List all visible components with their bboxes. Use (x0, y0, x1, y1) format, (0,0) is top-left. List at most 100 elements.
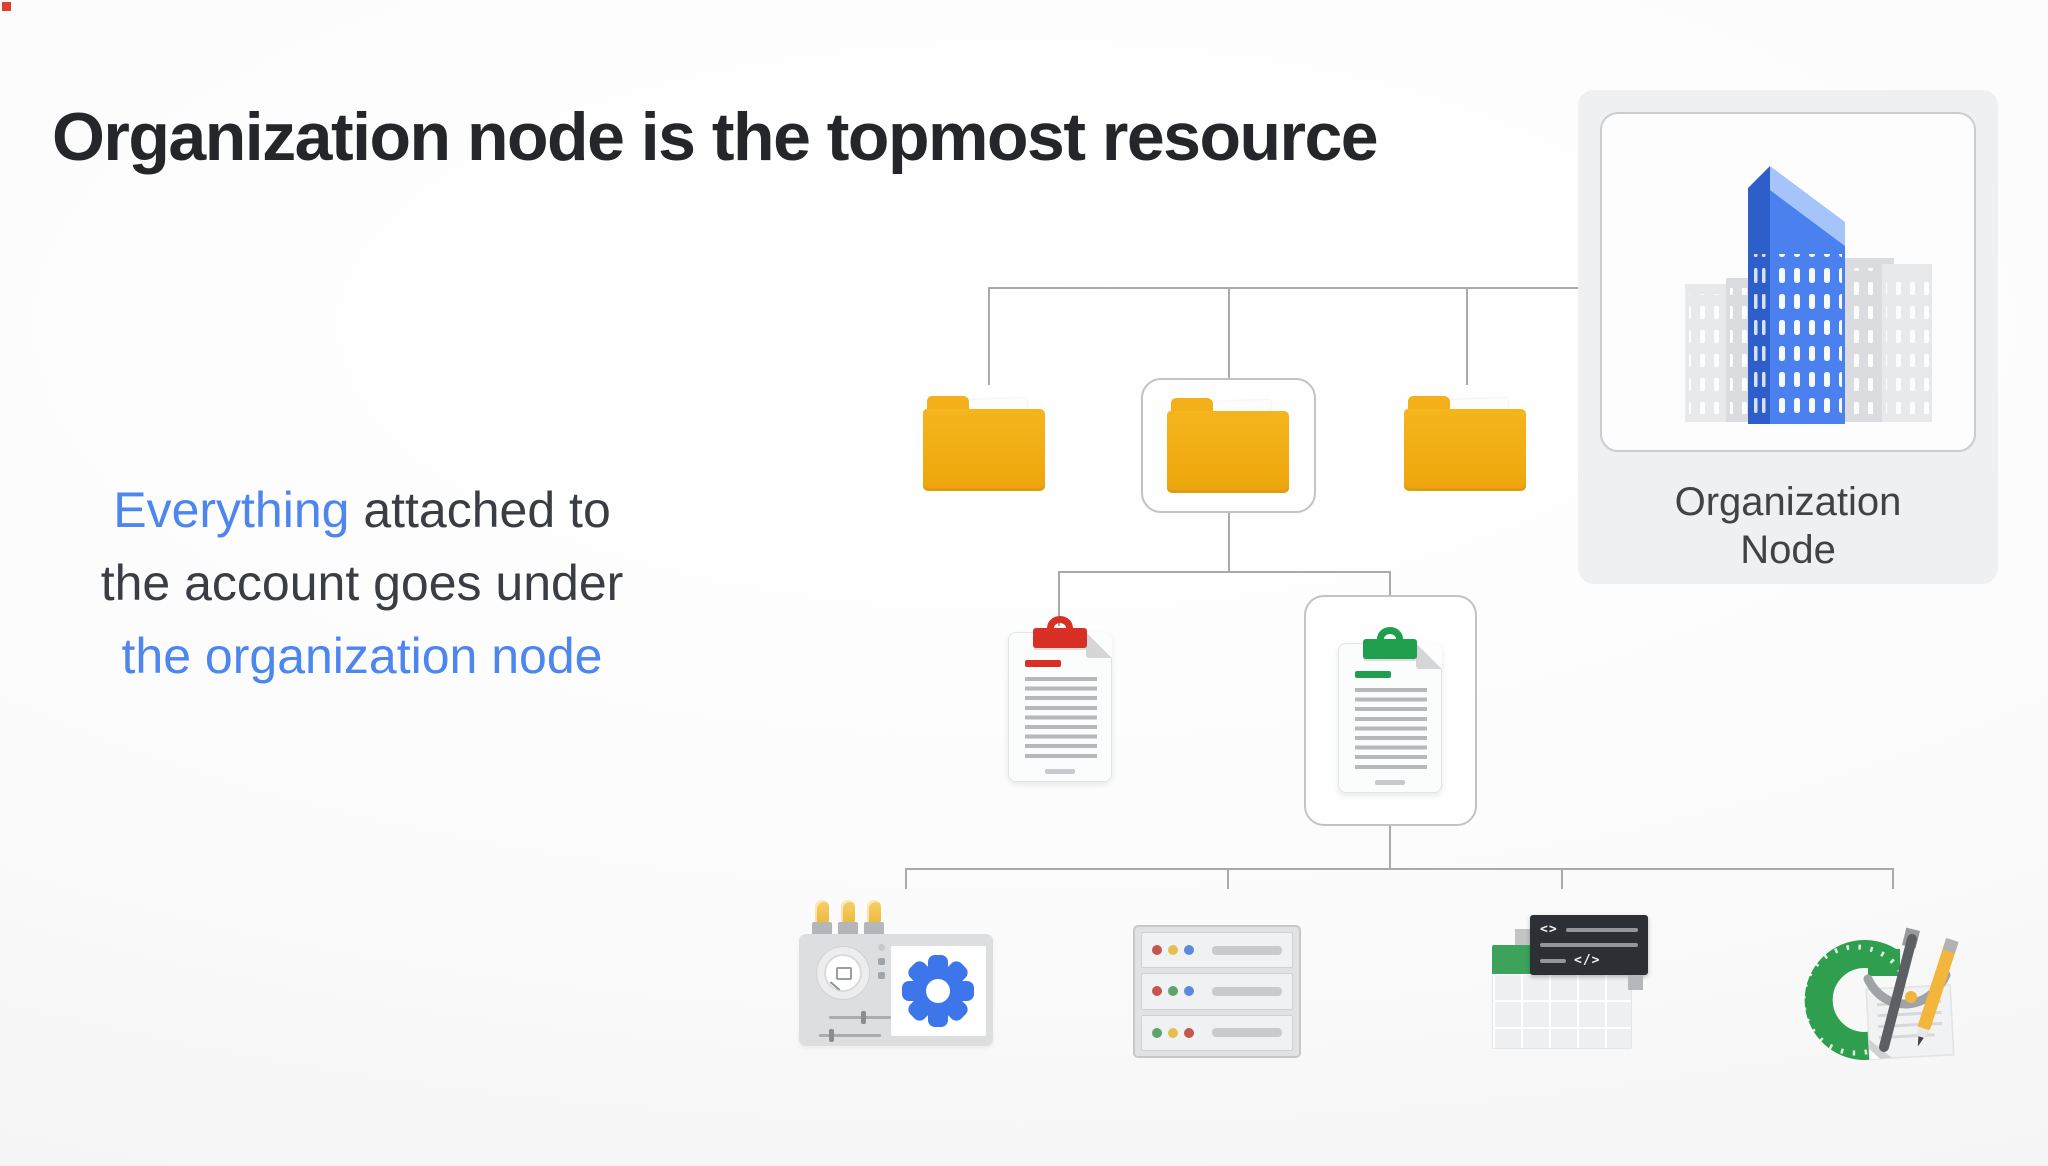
folder-body-detail (1404, 409, 1526, 491)
organization-node-icon-frame (1600, 112, 1976, 452)
status-dot-yellow (1168, 1027, 1178, 1038)
organization-node-label: Organization Node (1578, 478, 1998, 574)
connector-l2-hline (1058, 571, 1391, 573)
folder-body-detail (1167, 411, 1289, 493)
connector-l1-mid-drop (1228, 287, 1230, 379)
page-title: Organization node is the topmost resourc… (52, 99, 1379, 175)
slider-track (829, 1016, 891, 1019)
clipboard-red-icon (1008, 616, 1112, 782)
board-pin (838, 898, 858, 938)
connector-l3-drop-1 (905, 868, 907, 889)
server-label-bar (1212, 1028, 1282, 1038)
control-board-gear-icon (795, 898, 1000, 1050)
slider-knob (829, 1029, 834, 1042)
status-dot-yellow (1168, 945, 1178, 956)
caption-line-1-rest: attached to (349, 482, 611, 538)
folder-icon (1167, 398, 1289, 493)
connector-l3-drop-3 (1561, 868, 1563, 889)
board-led (878, 972, 885, 979)
board-led (878, 944, 885, 951)
organization-node-card: Organization Node (1578, 90, 1998, 584)
gear-panel (891, 946, 986, 1036)
caption-line-2: the account goes under (100, 555, 624, 611)
paper-fold-corner (1086, 632, 1112, 658)
status-dot-blue (1184, 986, 1194, 997)
code-closing-tag-glyph: </> (1574, 953, 1601, 968)
spreadsheet-code-icon: <> </> (1490, 912, 1660, 1052)
clipboard-clip (1363, 639, 1417, 659)
code-editor-panel: <> </> (1530, 915, 1648, 975)
office-buildings-icon (1685, 166, 1932, 424)
connector-l1-left-drop (988, 287, 990, 385)
slider-knob (861, 1011, 866, 1024)
connector-l3-drop-2 (1227, 868, 1229, 889)
server-rack-icon (1133, 925, 1301, 1058)
server-row (1141, 932, 1293, 969)
board-pin (864, 898, 884, 938)
red-dot-artifact (2, 2, 11, 11)
connector-l3-drop-4 (1892, 868, 1894, 889)
connector-l2-left-drop (1058, 571, 1060, 626)
code-bracket-glyph: <> (1540, 922, 1558, 937)
caption-text: Everything attached to the account goes … (38, 474, 686, 693)
dial-glyph (836, 967, 852, 980)
board-led (878, 958, 885, 965)
folder-icon (1404, 396, 1526, 491)
pin-bulb (841, 900, 855, 924)
pin-base (812, 922, 832, 936)
panel-tab-detail (1628, 975, 1643, 990)
status-dot-red (1184, 1027, 1194, 1038)
connector-l3-hline (905, 868, 1894, 870)
organization-node-label-line1: Organization (1674, 480, 1902, 524)
code-line: </> (1540, 954, 1638, 967)
connector-root-hline (988, 287, 1580, 289)
board-pin (812, 898, 832, 938)
server-label-bar (1212, 945, 1282, 955)
folder-icon (923, 396, 1045, 491)
clipboard-title-bar (1025, 660, 1061, 667)
clipboard-text-lines (1355, 688, 1427, 774)
dial-needle (829, 981, 841, 991)
pin-bulb (867, 900, 881, 924)
sheet-tab-detail (1515, 929, 1531, 947)
connector-l2-right-drop (1389, 571, 1391, 596)
clipboard-title-bar (1355, 671, 1391, 678)
connector-midcard-down (1228, 512, 1230, 573)
spreadsheet-header (1492, 945, 1536, 974)
code-text-bar (1540, 943, 1638, 947)
code-text-bar (1565, 927, 1638, 932)
server-row (1141, 1014, 1293, 1051)
board-dial (816, 946, 870, 1000)
caption-line-3: the organization node (121, 628, 603, 684)
caption-line-1: Everything attached to (38, 474, 686, 547)
clipboard-green-icon (1338, 627, 1442, 793)
status-dot-red (1152, 945, 1162, 956)
folder-body-detail (923, 409, 1045, 491)
connector-greencard-down (1389, 825, 1391, 870)
status-dot-green (1168, 986, 1178, 997)
status-dot-blue (1184, 945, 1194, 956)
gear-icon (902, 955, 974, 1027)
pin-bulb (815, 900, 829, 924)
clipboard-footer-bar (1375, 780, 1405, 785)
slider-track (819, 1034, 881, 1037)
code-text-bar (1540, 958, 1566, 963)
paper-fold-corner (1416, 643, 1442, 669)
clipboard-clip (1033, 628, 1087, 648)
clipboard-text-lines (1025, 677, 1097, 763)
organization-node-label-line2: Node (1740, 528, 1836, 572)
clipboard-paper (1008, 632, 1112, 782)
board-body (799, 934, 993, 1046)
server-row (1141, 973, 1293, 1010)
pin-base (864, 922, 884, 936)
connector-l1-right-drop (1466, 287, 1468, 385)
caption-accent-everything: Everything (113, 482, 350, 538)
status-dot-green (1152, 1027, 1162, 1038)
protractor-compass-pencil-icon (1800, 927, 1959, 1060)
server-label-bar (1212, 986, 1282, 996)
clipboard-paper (1338, 643, 1442, 793)
pin-base (838, 922, 858, 936)
code-line: <> (1540, 923, 1638, 936)
status-dot-red (1152, 986, 1162, 997)
